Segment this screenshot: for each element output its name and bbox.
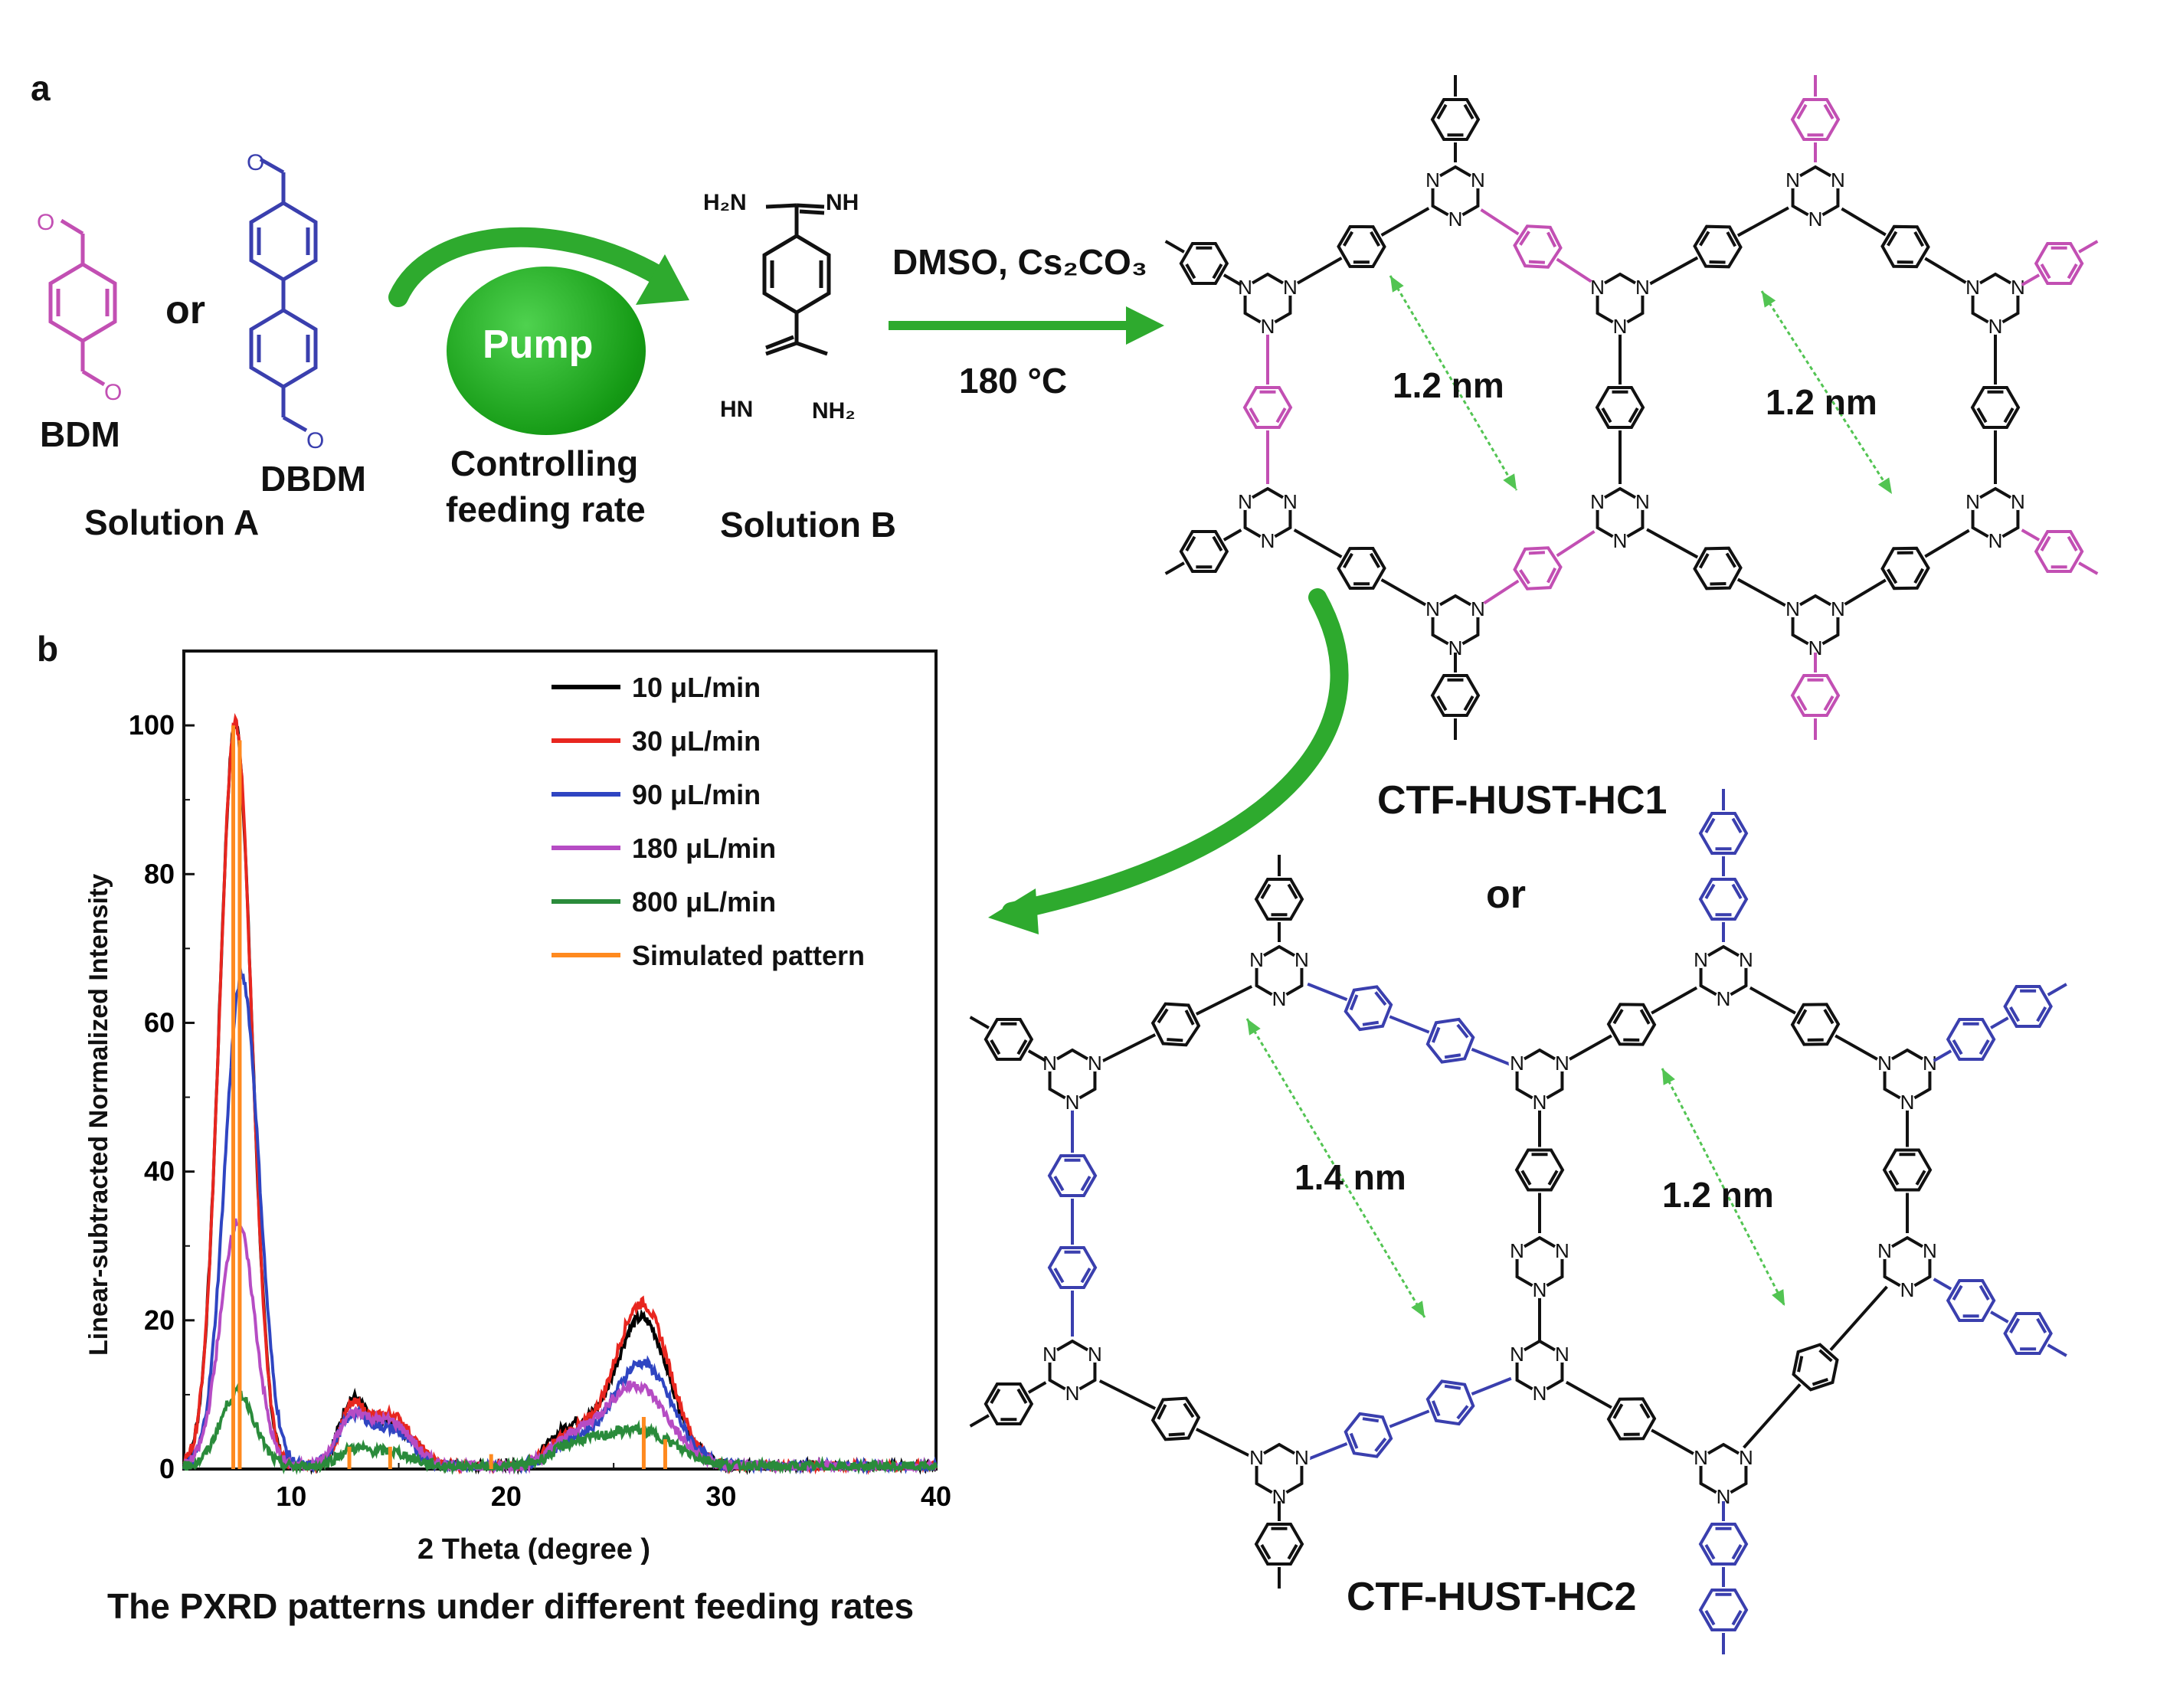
amidine-top-right: NH [826,190,859,215]
series-line [182,721,938,1475]
panel-a-letter: a [31,68,51,108]
x-tick-label: 20 [491,1481,522,1512]
legend-label: 30 μL/min [632,725,761,757]
y-tick-label: 40 [144,1156,175,1187]
or-label-a: or [165,288,205,332]
solution-b-label: Solution B [720,505,896,545]
hc2-name: CTF-HUST-HC2 [1347,1575,1637,1619]
controlling-label: Controlling [450,443,639,483]
conditions-line2: 180 °C [959,361,1068,401]
legend-label: Simulated pattern [632,940,865,971]
y-tick-label: 60 [144,1006,175,1038]
solution-a-label: Solution A [84,502,260,542]
y-tick-label: 100 [129,709,175,741]
pxrd-ylabel: Linear-subtracted Normalized Intensity [84,873,113,1356]
dbdm-label: DBDM [260,459,366,499]
hc1-pore-right-label: 1.2 nm [1766,382,1877,422]
conditions-line1: DMSO, Cs₂CO₃ [892,242,1148,282]
series-line [182,1382,938,1475]
hc1-name: CTF-HUST-HC1 [1377,778,1668,823]
x-tick-label: 30 [705,1481,736,1512]
or-label-structures: or [1486,872,1526,917]
plot-frame [182,649,938,1471]
pump-label: Pump [483,322,594,367]
legend-label: 90 μL/min [632,779,761,810]
series-line [182,712,938,1475]
hc2-pore-right-label: 1.2 nm [1662,1175,1774,1215]
y-tick-label: 0 [159,1453,175,1484]
x-tick-label: 40 [921,1481,951,1512]
amidine-top-left: H₂N [703,190,747,215]
legend-label: 180 μL/min [632,833,776,864]
panel-b-caption: The PXRD patterns under different feedin… [107,1586,915,1626]
bdm-label: BDM [40,414,120,454]
pump-icon [447,267,646,435]
panel-b-letter: b [37,629,59,669]
pxrd-xlabel: 2 Theta (degree ) [417,1533,651,1566]
legend-label: 800 μL/min [632,886,776,918]
y-tick-label: 80 [144,858,175,889]
y-tick-label: 20 [144,1304,175,1336]
legend-label: 10 μL/min [632,672,761,703]
feeding-rate-label: feeding rate [446,489,646,529]
x-tick-label: 10 [276,1481,306,1512]
hc1-pore-left-label: 1.2 nm [1393,365,1504,405]
hc2-pore-left-label: 1.4 nm [1294,1157,1406,1197]
amidine-bottom-left: HN [720,397,754,422]
amidine-bottom-right: NH₂ [812,398,856,424]
series-line [182,966,938,1475]
